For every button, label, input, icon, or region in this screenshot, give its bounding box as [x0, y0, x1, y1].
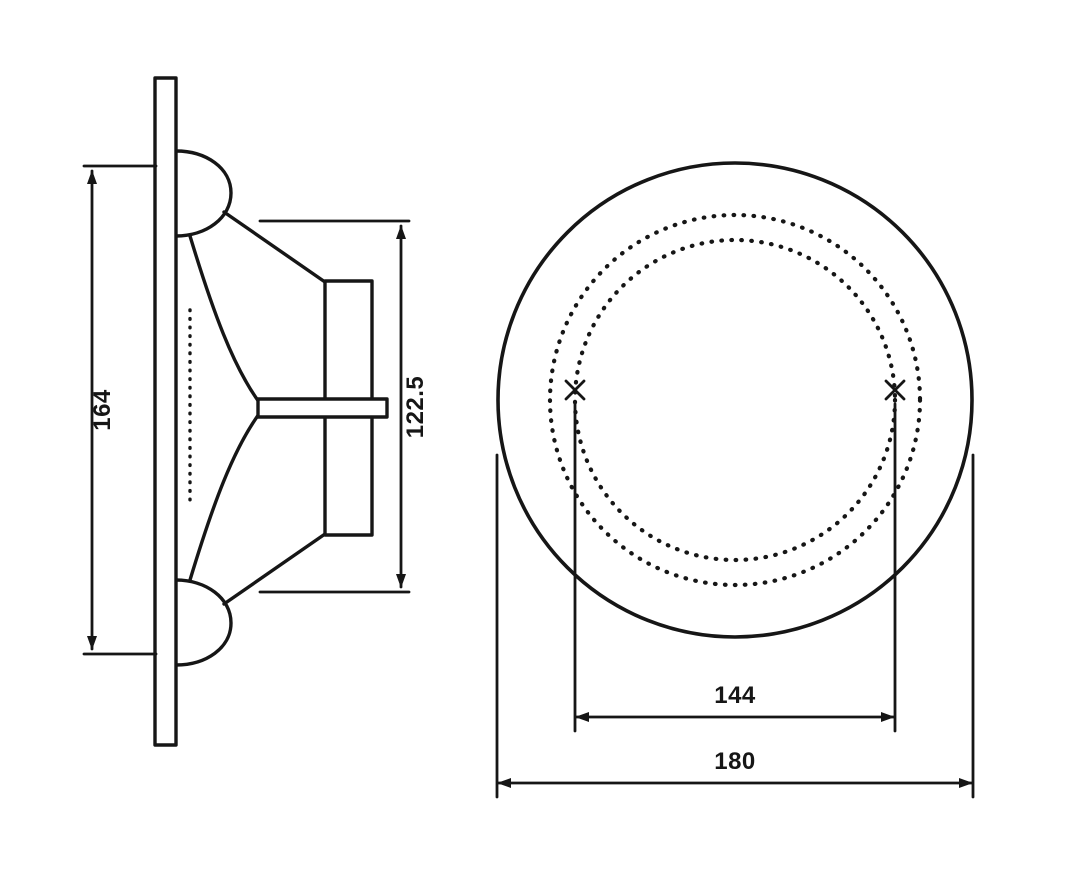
- outer-rim-circle: [496, 161, 974, 639]
- bolt-dotted-circle: [572, 237, 898, 563]
- mounting-panel: [153, 76, 178, 747]
- dim-overall-diameter: 180: [495, 453, 975, 799]
- dim-bolt-circle: 144: [573, 402, 897, 733]
- basket-bottom-line: [222, 532, 327, 606]
- top-surround: [174, 149, 233, 238]
- bottom-surround: [174, 578, 233, 667]
- dim-144-label: 144: [714, 682, 756, 709]
- front-view: [496, 161, 974, 639]
- dim-180-label: 180: [714, 748, 756, 775]
- cone-top-curve: [188, 234, 261, 404]
- hole-mark-right: [884, 379, 906, 401]
- dim-164-label: 164: [89, 389, 116, 431]
- cutout-dotted-circle: [547, 212, 923, 588]
- cone-bottom-curve: [188, 412, 261, 582]
- dim-basket-height: 122.5: [258, 219, 429, 594]
- dim-122-label: 122.5: [402, 376, 429, 439]
- basket-top-line: [222, 210, 327, 284]
- dim-overall-height: 164: [82, 164, 158, 656]
- pole-piece: [256, 397, 389, 419]
- hole-mark-left: [564, 379, 586, 401]
- side-view: [153, 76, 389, 747]
